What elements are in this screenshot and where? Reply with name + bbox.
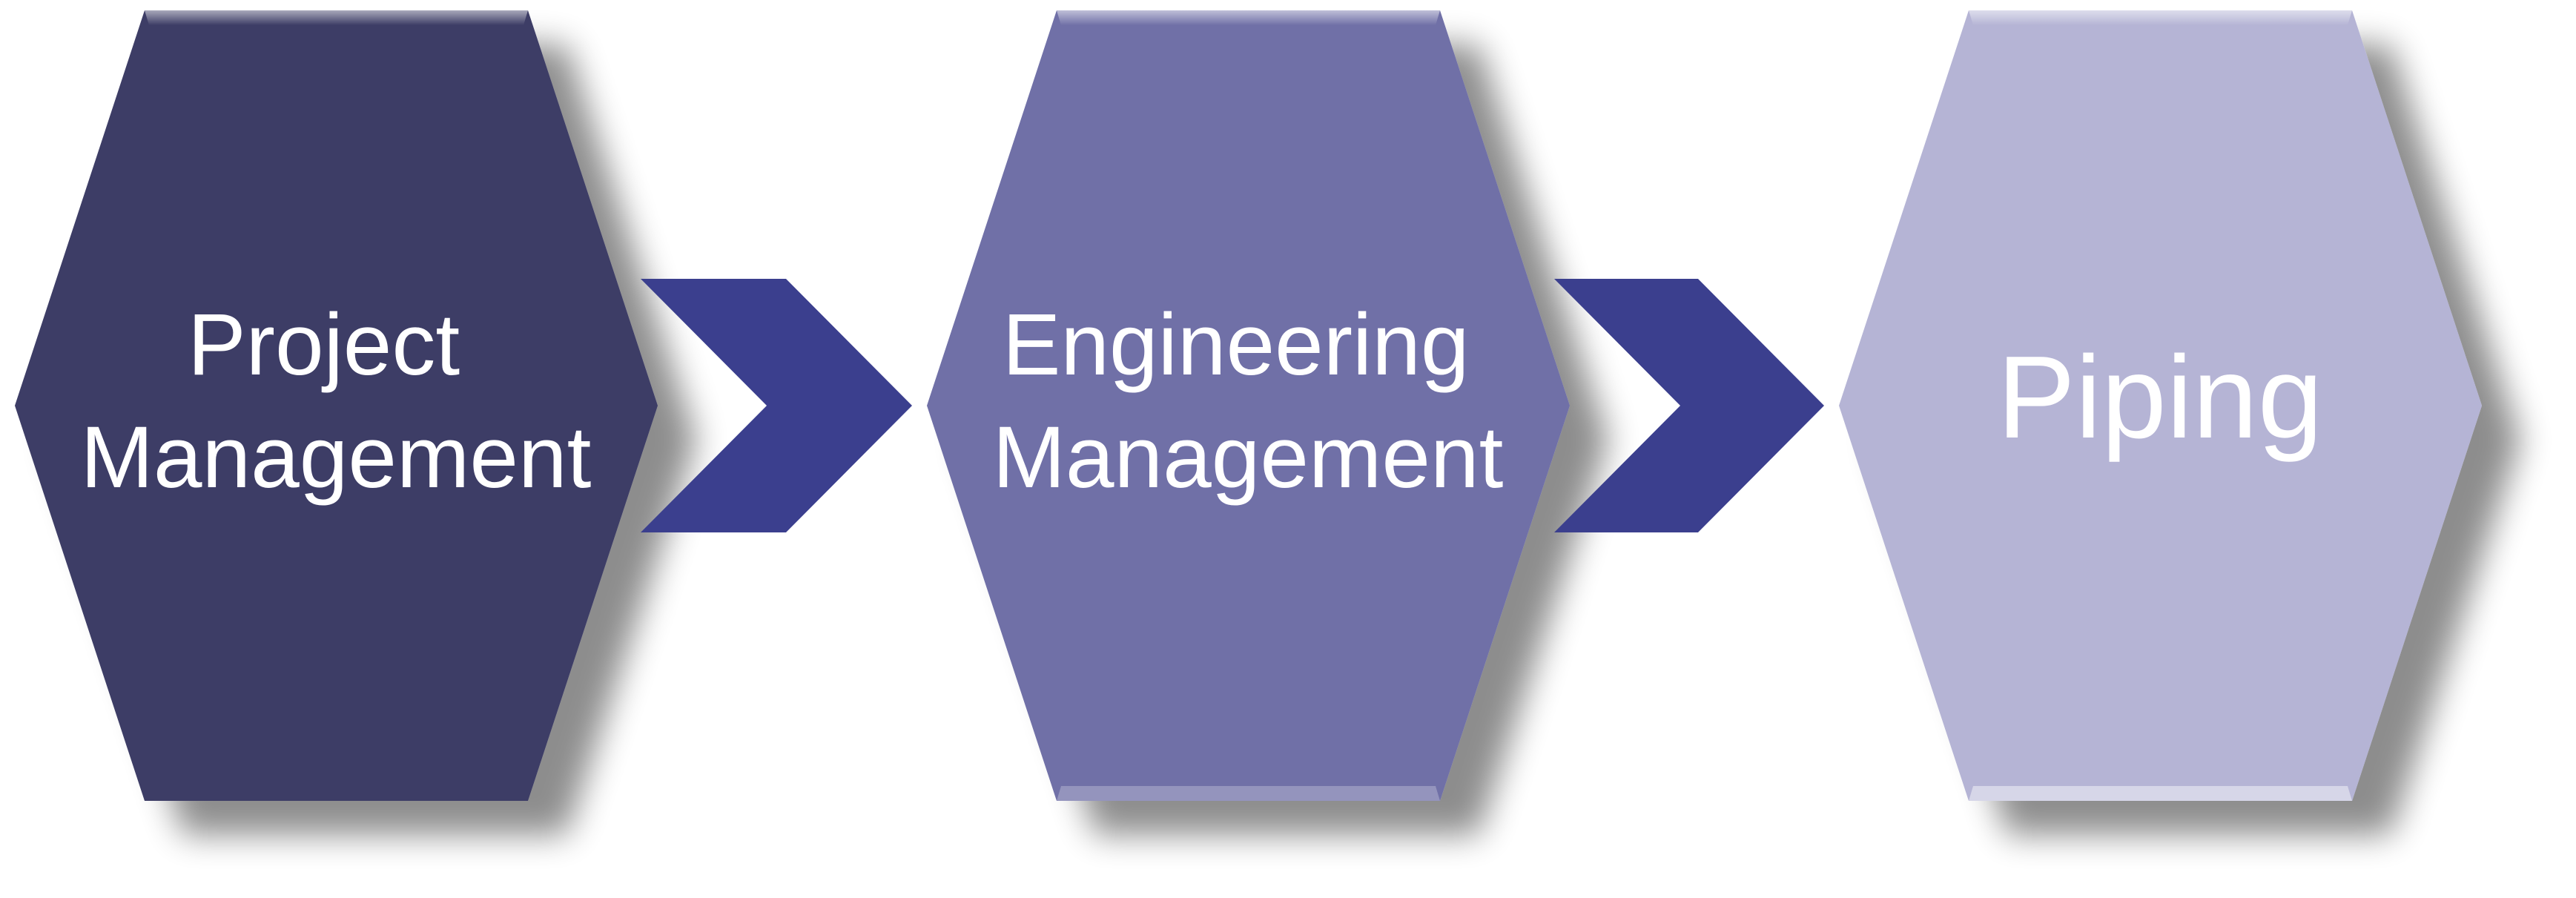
step-label-line-2: Management (81, 409, 592, 506)
hexagon-bevel-top (1969, 10, 2352, 25)
step-label-piping: Piping (1997, 332, 2322, 463)
step-engineering-management: Engineering Management (927, 10, 1570, 801)
hexagon-piping (1839, 10, 2482, 801)
hexagon-bevel-top (145, 10, 528, 25)
step-label-line-2: Management (993, 409, 1504, 506)
step-label-line-1: Project (188, 296, 460, 394)
hexagon-project-management (15, 10, 658, 801)
chevron-right-icon (641, 279, 912, 532)
hexagon-engineering-management (927, 10, 1570, 801)
hexagon-bevel-bottom (1969, 786, 2352, 801)
step-label-project-management: Project Management (81, 296, 592, 506)
chevron-right-icon (1554, 279, 1824, 532)
hexagon-bevel-bottom (1057, 786, 1440, 801)
step-piping: Piping (1839, 10, 2482, 801)
step-project-management: Project Management (15, 10, 658, 801)
step-label-line-1: Engineering (1003, 296, 1470, 394)
hexagon-bevel-top (1057, 10, 1440, 25)
step-label-engineering-management: Engineering Management (993, 296, 1504, 506)
step-label-line-1: Piping (1997, 332, 2322, 463)
